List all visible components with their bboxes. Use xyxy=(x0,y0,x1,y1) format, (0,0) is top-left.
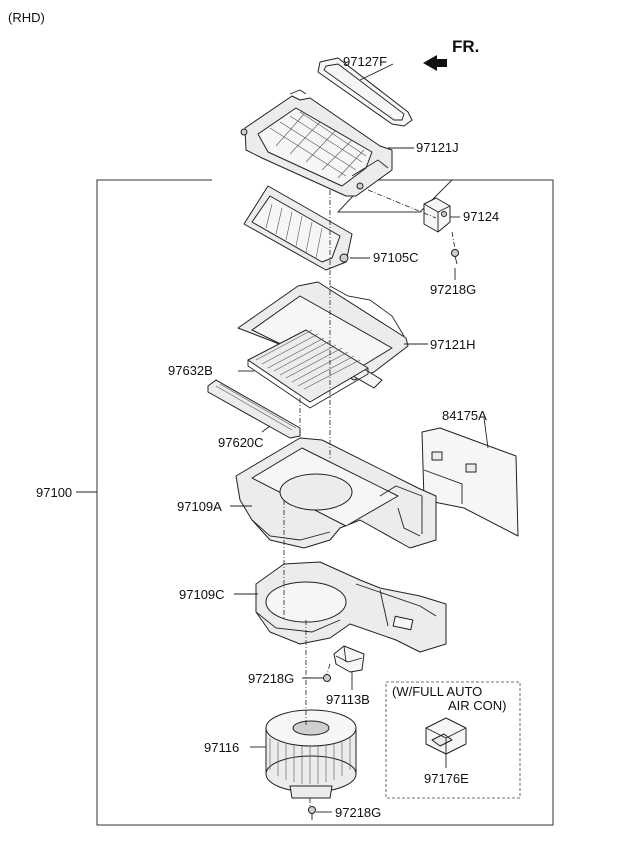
intake-frame-97105c xyxy=(243,185,353,271)
label-97100: 97100 xyxy=(36,485,72,500)
label-97218g-mid: 97218G xyxy=(248,671,294,686)
lower-blower-case-97109c xyxy=(255,561,447,653)
upper-case-97121j xyxy=(240,89,393,197)
screw-bottom xyxy=(308,806,316,820)
front-arrow-icon xyxy=(423,55,447,71)
label-97620c: 97620C xyxy=(218,435,264,450)
blower-motor-97116 xyxy=(265,709,357,799)
label-84175a: 84175A xyxy=(442,408,487,423)
label-97127f: 97127F xyxy=(343,54,387,69)
filter-strip-97620c xyxy=(207,379,301,439)
callout-labels: 97127F 97121J 97124 97105C 97218G 97121H… xyxy=(36,54,499,820)
label-97116: 97116 xyxy=(204,740,239,755)
option-box-line1: (W/FULL AUTO xyxy=(392,684,482,699)
gasket-97127f xyxy=(317,57,413,127)
upper-blower-case-97109a xyxy=(235,437,437,549)
label-97113b: 97113B xyxy=(326,692,370,707)
label-97121h: 97121H xyxy=(430,337,476,352)
label-97109a: 97109A xyxy=(177,499,222,514)
resistor-97113b xyxy=(333,645,365,673)
auto-resistor-97176e xyxy=(425,717,467,755)
label-97218g-top: 97218G xyxy=(430,282,476,297)
screw-mid xyxy=(323,674,331,682)
air-filter-97632b xyxy=(247,329,369,409)
leader-lines xyxy=(76,63,489,813)
option-box-line2: AIR CON) xyxy=(448,698,507,713)
label-97176e: 97176E xyxy=(424,771,469,786)
alignment-lines xyxy=(283,189,456,806)
assembly-frame xyxy=(96,179,554,826)
insulation-pad-84175a xyxy=(421,427,519,537)
label-97105c: 97105C xyxy=(373,250,419,265)
label-97109c: 97109C xyxy=(179,587,225,602)
label-97121j: 97121J xyxy=(416,140,459,155)
screw-top xyxy=(451,249,459,265)
label-97218g-bottom: 97218G xyxy=(335,805,381,820)
option-box: (W/FULL AUTO AIR CON) xyxy=(385,681,521,799)
label-97632b: 97632B xyxy=(168,363,213,378)
direction-label: FR. xyxy=(452,37,479,56)
actuator-97124 xyxy=(423,197,451,233)
label-97124: 97124 xyxy=(463,209,499,224)
variant-label: (RHD) xyxy=(8,10,45,25)
